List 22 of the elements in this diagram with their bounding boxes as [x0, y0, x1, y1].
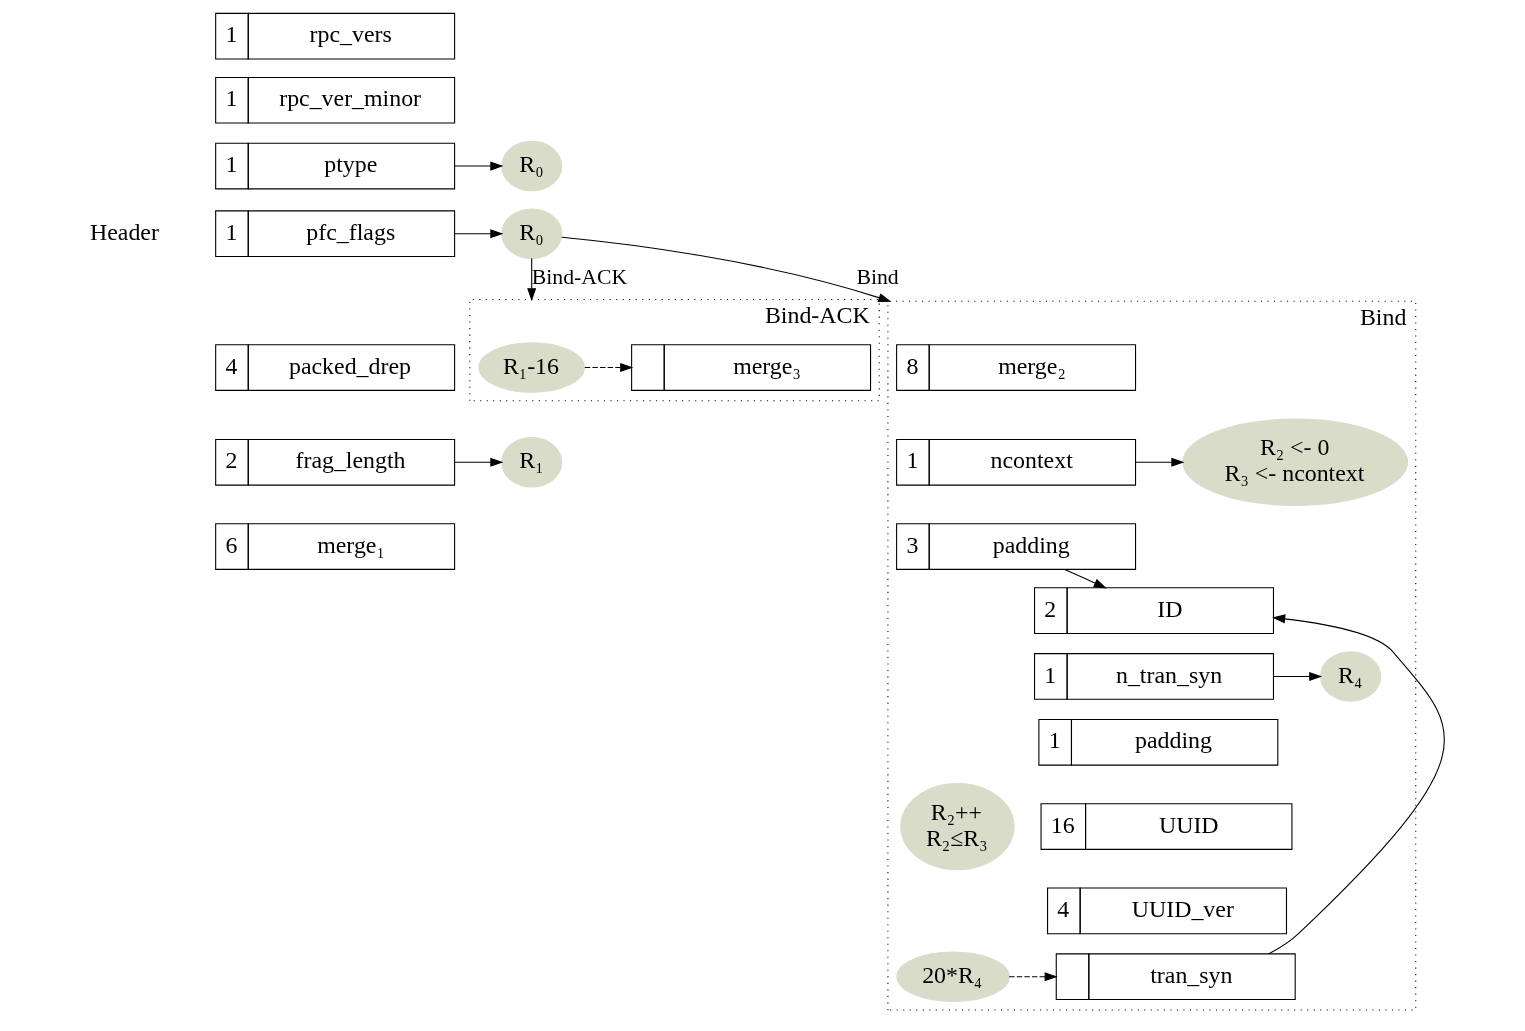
- arrow: [1267, 613, 1445, 954]
- arrow: [1272, 671, 1322, 681]
- arrow: [1134, 457, 1184, 467]
- node-ellipse: R₀: [500, 140, 562, 191]
- node-ellipse: R₀: [500, 207, 562, 259]
- label: Header: [89, 218, 159, 245]
- arrow: [453, 228, 503, 238]
- node-ellipse: 20*R₄: [895, 950, 1010, 1002]
- node-ellipse: R₄: [1319, 650, 1381, 702]
- node-ellipse: R₁: [500, 436, 562, 488]
- arrow: [1063, 568, 1107, 588]
- node-ellipse: R₂++ R₂≤R₃: [899, 782, 1015, 870]
- node-ellipse: R₂ <- 0 R₃ <- ncontext: [1181, 418, 1408, 506]
- edge-label: Bind-ACK: [531, 264, 627, 289]
- arrow: [526, 257, 536, 301]
- node-ellipse: R₁-16: [477, 341, 585, 393]
- arrow: [1008, 971, 1058, 981]
- arrow: [453, 161, 503, 171]
- arrow: [560, 236, 891, 302]
- edge-label: Bind: [855, 264, 899, 289]
- arrow: [453, 457, 503, 467]
- arrow: [583, 362, 633, 372]
